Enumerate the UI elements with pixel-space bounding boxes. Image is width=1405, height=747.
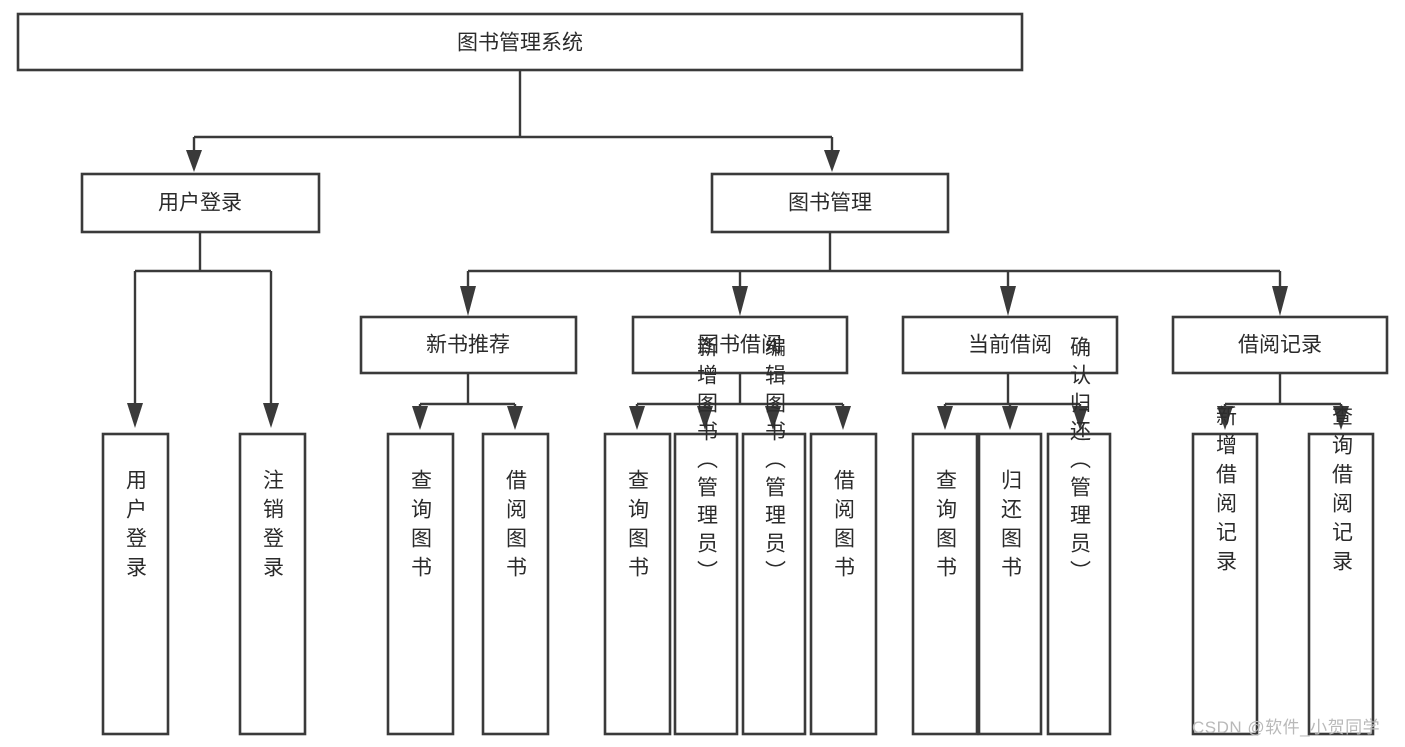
leaf-node-add-borrow-record[interactable]: 新增借阅记录 — [1191, 405, 1259, 736]
arrow-head-leaf-logout — [263, 403, 279, 428]
leaf-query-borrow-record-box — [1307, 432, 1375, 736]
leaf-query-book-nbr-label: 查询图书 — [409, 469, 433, 585]
leaf-borrow-book-bb-box — [809, 432, 878, 736]
arrow-head-book-mgmt — [824, 150, 840, 172]
leaf-node-query-book-nbr[interactable]: 查询图书 — [386, 432, 455, 736]
leaf-logout-box — [238, 432, 307, 736]
arrow-head-current-borrow — [1000, 286, 1016, 316]
arrow-head-new-book-rec — [460, 286, 476, 316]
node-book-management-box — [710, 172, 950, 234]
leaf-node-query-book-bb[interactable]: 查询图书 — [603, 432, 672, 736]
arrow-head-bb-leaf-2 — [697, 406, 713, 430]
arrow-head-br-leaf-1 — [1217, 406, 1233, 430]
leaf-return-book-box — [977, 432, 1043, 736]
arrow-head-nbr-leaf-2 — [507, 406, 523, 430]
leaf-node-user-login[interactable]: 用户登录 — [101, 432, 170, 736]
node-borrow-record-label: 借阅记录 — [1238, 334, 1322, 357]
node-book-management[interactable]: 图书管理 — [710, 172, 950, 234]
leaf-node-return-book[interactable]: 归还图书 — [977, 432, 1043, 736]
arrow-head-cb-leaf-1 — [937, 406, 953, 430]
arrow-head-nbr-leaf-1 — [412, 406, 428, 430]
leaf-confirm-return-admin-box — [1046, 432, 1112, 736]
leaf-node-edit-book-admin[interactable]: 编辑图书（管理员） — [741, 336, 807, 736]
leaf-query-book-cb-label: 查询图书 — [934, 469, 958, 585]
leaf-node-borrow-book-nbr[interactable]: 借阅图书 — [481, 432, 550, 736]
leaf-add-borrow-record-box — [1191, 432, 1259, 736]
leaf-node-borrow-book-bb[interactable]: 借阅图书 — [809, 432, 878, 736]
node-book-borrow[interactable]: 图书借阅 — [631, 315, 849, 375]
leaf-borrow-book-nbr-label: 借阅图书 — [504, 469, 528, 585]
leaf-node-query-borrow-record[interactable]: 查询借阅记录 — [1307, 405, 1375, 736]
arrow-head-borrow-record — [1272, 286, 1288, 316]
leaf-borrow-book-nbr-box — [481, 432, 550, 736]
node-user-login-box — [80, 172, 321, 234]
leaf-add-borrow-record-label: 新增借阅记录 — [1214, 405, 1238, 579]
leaf-borrow-book-bb-label: 借阅图书 — [832, 469, 856, 585]
node-book-borrow-label: 图书借阅 — [698, 334, 782, 357]
leaf-node-add-book-admin[interactable]: 新增图书（管理员） — [673, 336, 739, 736]
leaf-edit-book-admin-box — [741, 432, 807, 736]
node-current-borrow-box — [901, 315, 1119, 375]
node-root-label: 图书管理系统 — [457, 32, 583, 55]
leaf-node-confirm-return-admin[interactable]: 确认归还（管理员） — [1046, 336, 1112, 736]
leaf-add-book-admin-label: 新增图书（管理员） — [695, 336, 719, 588]
node-user-login-label: 用户登录 — [158, 192, 242, 215]
node-root-book-management-system[interactable]: 图书管理系统 — [16, 12, 1024, 72]
node-book-management-label: 图书管理 — [788, 192, 872, 215]
arrow-head-bb-leaf-3 — [765, 406, 781, 430]
arrow-head-br-leaf-2 — [1333, 406, 1349, 430]
arrow-head-cb-leaf-2 — [1002, 406, 1018, 430]
node-book-borrow-box — [631, 315, 849, 375]
leaf-node-query-book-cb[interactable]: 查询图书 — [911, 432, 979, 736]
leaf-query-book-bb-box — [603, 432, 672, 736]
arrow-head-bb-leaf-1 — [629, 406, 645, 430]
arrow-head-leaf-user-login — [127, 403, 143, 428]
node-new-book-recommend-label: 新书推荐 — [426, 334, 510, 357]
leaf-user-login-label: 用户登录 — [124, 469, 148, 585]
arrow-head-bb-leaf-4 — [835, 406, 851, 430]
watermark-text: CSDN @软件_小贺同学 — [1192, 718, 1381, 737]
leaf-query-book-nbr-box — [386, 432, 455, 736]
node-current-borrow[interactable]: 当前借阅 — [901, 315, 1119, 375]
node-borrow-record-box — [1171, 315, 1389, 375]
node-borrow-record[interactable]: 借阅记录 — [1171, 315, 1389, 375]
node-root-box — [16, 12, 1024, 72]
node-current-borrow-label: 当前借阅 — [968, 334, 1052, 357]
leaf-query-book-cb-box — [911, 432, 979, 736]
leaf-query-borrow-record-label: 查询借阅记录 — [1330, 405, 1354, 579]
leaf-return-book-label: 归还图书 — [999, 469, 1023, 585]
leaf-query-book-bb-label: 查询图书 — [626, 469, 650, 585]
leaf-node-logout[interactable]: 注销登录 — [238, 432, 307, 736]
node-user-login[interactable]: 用户登录 — [80, 172, 321, 234]
arrow-head-book-borrow — [732, 286, 748, 316]
leaf-logout-label: 注销登录 — [261, 469, 285, 585]
node-new-book-recommend-box — [359, 315, 578, 375]
leaf-edit-book-admin-label: 编辑图书（管理员） — [763, 336, 787, 588]
leaf-user-login-box — [101, 432, 170, 736]
leaf-confirm-return-admin-label: 确认归还（管理员） — [1068, 336, 1092, 588]
arrow-head-user-login — [186, 150, 202, 172]
leaf-add-book-admin-box — [673, 432, 739, 736]
arrow-head-cb-leaf-3 — [1072, 406, 1088, 430]
node-new-book-recommend[interactable]: 新书推荐 — [359, 315, 578, 375]
connector-layer — [127, 70, 1349, 430]
